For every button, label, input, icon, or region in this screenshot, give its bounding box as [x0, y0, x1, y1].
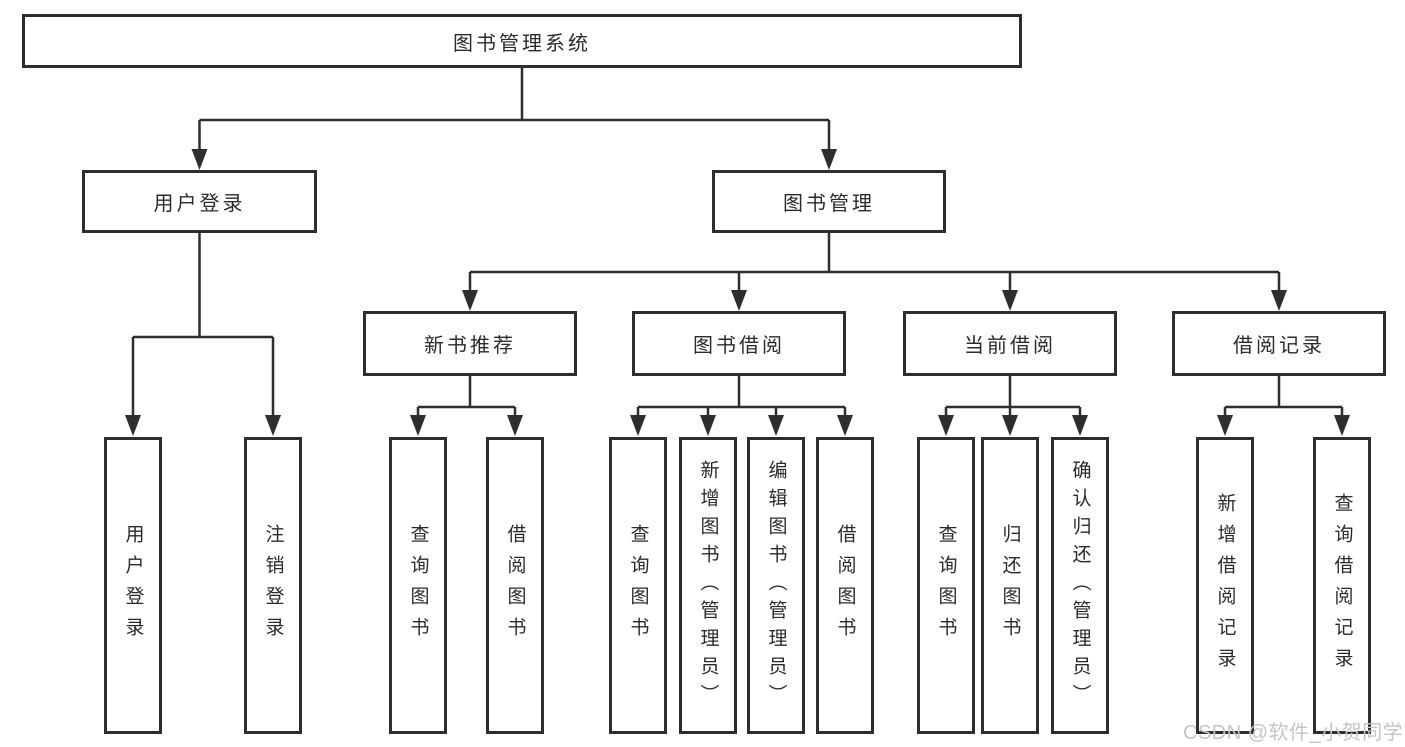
arrow-down-icon — [125, 415, 141, 436]
leaf-query-books-recommend: 查询图书 — [389, 437, 447, 734]
connector-borrowing-records-split — [1223, 376, 1344, 417]
node-label: 图书管理系统 — [453, 32, 591, 55]
node-label: 图书管理 — [783, 193, 875, 215]
leaf-return-books: 归还图书 — [981, 437, 1039, 734]
leaf-query-borrow-record: 查询借阅记录 — [1313, 437, 1371, 734]
node-label: 查询图书 — [935, 523, 957, 648]
arrow-down-icon — [1271, 290, 1287, 311]
leaf-confirm-return-admin: 确认归还（管理员） — [1051, 437, 1109, 734]
arrowheads — [125, 149, 1350, 436]
arrow-down-icon — [821, 149, 837, 170]
arrow-down-icon — [1072, 415, 1088, 436]
connector-current-borrowing-split — [944, 376, 1082, 417]
node-label: 归还图书 — [999, 523, 1021, 648]
arrow-down-icon — [191, 149, 208, 170]
arrow-down-icon — [462, 290, 478, 311]
node-label: 借阅图书 — [834, 523, 856, 648]
connector-book-borrowing-split — [636, 376, 847, 417]
node-label: 查询图书 — [407, 523, 429, 648]
arrow-down-icon — [1334, 415, 1350, 436]
node-label: 用户登录 — [122, 523, 144, 648]
leaf-add-books-admin: 新增图书（管理员） — [679, 437, 737, 734]
arrow-down-icon — [410, 415, 426, 436]
node-label: 编辑图书（管理员） — [765, 459, 787, 712]
leaf-user-login: 用户登录 — [104, 437, 162, 734]
arrow-down-icon — [700, 415, 716, 436]
node-label: 借阅图书 — [504, 523, 526, 648]
leaf-borrow-books-recommend: 借阅图书 — [486, 437, 544, 734]
arrow-down-icon — [837, 415, 853, 436]
connector-book-management-to-level3 — [468, 233, 1281, 293]
arrow-down-icon — [1002, 290, 1018, 311]
node-label: 用户登录 — [153, 193, 246, 215]
connector-root-to-level2 — [198, 68, 831, 151]
arrow-down-icon — [731, 290, 747, 311]
node-label: 新增借阅记录 — [1214, 492, 1236, 679]
arrow-down-icon — [1002, 415, 1018, 436]
node-borrowing-records: 借阅记录 — [1172, 311, 1386, 376]
node-new-book-recommendation: 新书推荐 — [363, 311, 577, 376]
connector-new-book-recommendation-split — [416, 376, 517, 417]
connector-user-login-to-children — [131, 233, 275, 417]
node-label: 图书借阅 — [693, 335, 785, 357]
arrow-down-icon — [938, 415, 954, 436]
arrow-down-icon — [507, 415, 523, 436]
arrow-down-icon — [768, 415, 784, 436]
node-label: 新增图书（管理员） — [697, 459, 719, 712]
node-library-management-system: 图书管理系统 — [22, 14, 1022, 68]
leaf-query-books-current: 查询图书 — [917, 437, 975, 734]
node-label: 借阅记录 — [1233, 335, 1325, 357]
node-label: 查询图书 — [627, 523, 649, 648]
arrow-down-icon — [265, 415, 281, 436]
node-book-borrowing: 图书借阅 — [632, 311, 846, 376]
node-label: 注销登录 — [262, 523, 284, 648]
node-user-login-group: 用户登录 — [82, 170, 317, 233]
node-label: 新书推荐 — [424, 335, 516, 357]
leaf-query-books-borrowing: 查询图书 — [609, 437, 667, 734]
leaf-borrow-books: 借阅图书 — [816, 437, 874, 734]
arrow-down-icon — [630, 415, 646, 436]
csdn-watermark: CSDN @软件_小贺同学 — [1183, 722, 1404, 744]
leaf-add-borrow-record: 新增借阅记录 — [1196, 437, 1254, 734]
node-label: 当前借阅 — [964, 335, 1056, 357]
leaf-edit-books-admin: 编辑图书（管理员） — [747, 437, 805, 734]
node-current-borrowing: 当前借阅 — [903, 311, 1117, 376]
node-label: 确认归还（管理员） — [1069, 459, 1091, 712]
leaf-logout: 注销登录 — [244, 437, 302, 734]
node-label: 查询借阅记录 — [1331, 492, 1353, 679]
node-book-management: 图书管理 — [712, 170, 946, 233]
arrow-down-icon — [1217, 415, 1233, 436]
